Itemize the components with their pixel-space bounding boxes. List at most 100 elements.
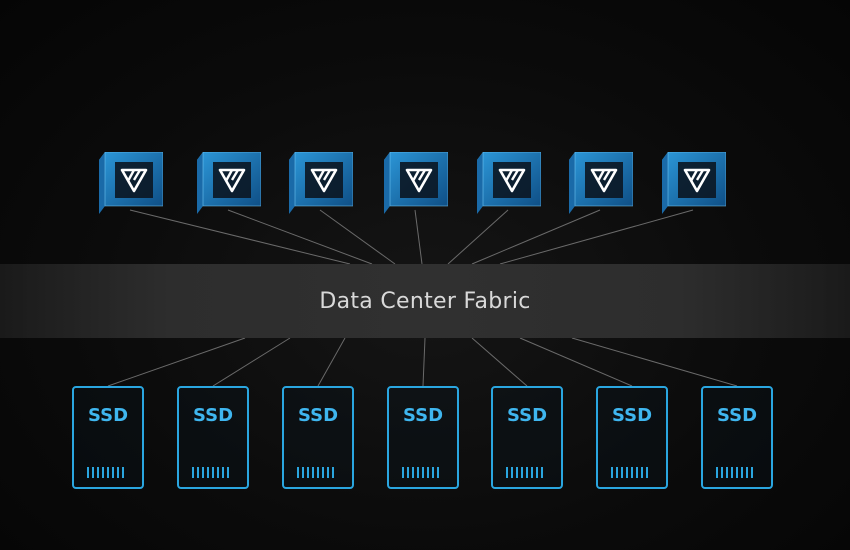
connector-pin [611, 467, 613, 478]
connector-pin [716, 467, 718, 478]
connector-pin [422, 467, 424, 478]
ssd-drive: SSD [387, 386, 459, 489]
node-to-fabric-link [129, 209, 351, 265]
connector-pin [646, 467, 648, 478]
connector-pin [307, 467, 309, 478]
connector-pin [217, 467, 219, 478]
node-to-fabric-link [499, 209, 694, 265]
logo-triangle-icon [589, 166, 619, 194]
ssd-label: SSD [716, 405, 758, 426]
node-to-fabric-link [227, 209, 373, 265]
connector-pin [102, 467, 104, 478]
fabric-to-drive-link [471, 337, 528, 387]
ssd-drive: SSD [596, 386, 668, 489]
ssd-label: SSD [87, 405, 129, 426]
ssd-connector-pins [506, 467, 543, 478]
compute-node [97, 152, 163, 214]
connector-pin [541, 467, 543, 478]
connector-pin [107, 467, 109, 478]
connector-pin [531, 467, 533, 478]
logo-triangle-icon [404, 166, 434, 194]
connector-pin [202, 467, 204, 478]
logo-triangle-icon [217, 166, 247, 194]
fabric-to-drive-link [107, 337, 246, 387]
connector-pin [721, 467, 723, 478]
connector-pin [327, 467, 329, 478]
connector-pin [437, 467, 439, 478]
data-center-fabric-band: Data Center Fabric [0, 264, 850, 338]
connector-pin [626, 467, 628, 478]
node-to-fabric-link [471, 209, 601, 265]
connector-pin [112, 467, 114, 478]
compute-node [195, 152, 261, 214]
node-to-fabric-link [447, 209, 509, 265]
logo-triangle-icon [309, 166, 339, 194]
connector-pin [412, 467, 414, 478]
ssd-connector-pins [402, 467, 439, 478]
ssd-connector-pins [87, 467, 124, 478]
connector-pin [317, 467, 319, 478]
connector-pin [641, 467, 643, 478]
connector-pin [227, 467, 229, 478]
logo-triangle-icon [119, 166, 149, 194]
connector-pin [736, 467, 738, 478]
connector-pin [117, 467, 119, 478]
ssd-label: SSD [402, 405, 444, 426]
connector-pin [731, 467, 733, 478]
connector-pin [751, 467, 753, 478]
connector-pin [87, 467, 89, 478]
connector-pin [616, 467, 618, 478]
connector-pin [322, 467, 324, 478]
fabric-label: Data Center Fabric [319, 288, 531, 314]
fabric-to-drive-link [317, 337, 346, 387]
connector-pin [302, 467, 304, 478]
connector-pin [726, 467, 728, 478]
connector-pin [636, 467, 638, 478]
ssd-drive: SSD [701, 386, 773, 489]
connector-pin [222, 467, 224, 478]
connector-pin [621, 467, 623, 478]
connector-pin [122, 467, 124, 478]
compute-node [567, 152, 633, 214]
connector-pin [402, 467, 404, 478]
compute-node [382, 152, 448, 214]
connector-pin [297, 467, 299, 478]
connector-pin [427, 467, 429, 478]
ssd-connector-pins [611, 467, 648, 478]
compute-node [287, 152, 353, 214]
logo-triangle-icon [497, 166, 527, 194]
node-to-fabric-link [319, 209, 396, 265]
connector-pin [212, 467, 214, 478]
ssd-drive: SSD [282, 386, 354, 489]
fabric-to-drive-link [212, 337, 291, 387]
connector-pin [207, 467, 209, 478]
fabric-to-drive-link [519, 337, 633, 387]
compute-node [660, 152, 726, 214]
connector-pin [432, 467, 434, 478]
ssd-drive: SSD [491, 386, 563, 489]
ssd-connector-pins [192, 467, 229, 478]
connector-pin [97, 467, 99, 478]
connector-pin [511, 467, 513, 478]
connector-pin [506, 467, 508, 478]
connector-pin [417, 467, 419, 478]
ssd-drive: SSD [177, 386, 249, 489]
connector-pin [332, 467, 334, 478]
ssd-label: SSD [192, 405, 234, 426]
fabric-to-drive-link [422, 337, 426, 387]
fabric-to-drive-link [571, 337, 738, 387]
ssd-drive: SSD [72, 386, 144, 489]
connector-pin [521, 467, 523, 478]
ssd-connector-pins [716, 467, 753, 478]
connector-pin [741, 467, 743, 478]
connector-pin [197, 467, 199, 478]
node-to-fabric-link [414, 209, 423, 265]
connector-pin [516, 467, 518, 478]
compute-node [475, 152, 541, 214]
connector-pin [92, 467, 94, 478]
ssd-label: SSD [297, 405, 339, 426]
connector-pin [746, 467, 748, 478]
ssd-label: SSD [611, 405, 653, 426]
